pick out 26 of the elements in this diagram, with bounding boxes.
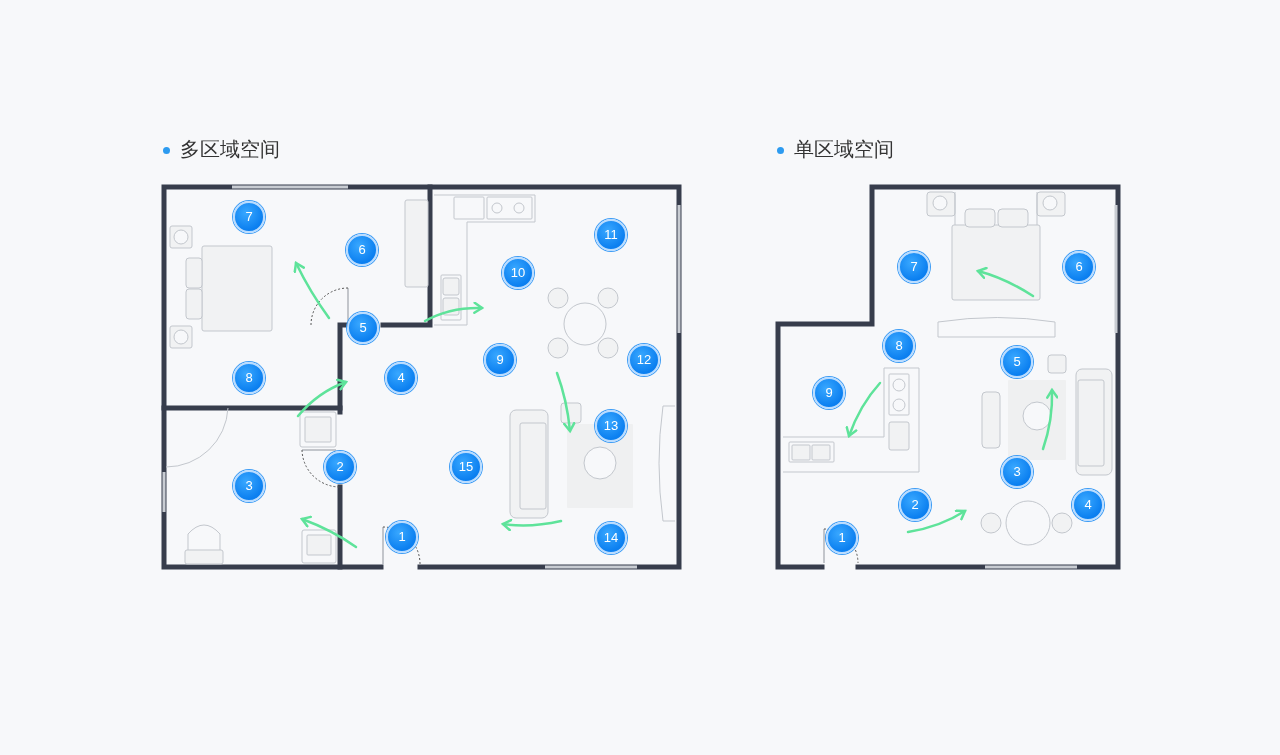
numbered-marker: 7	[898, 251, 930, 283]
numbered-marker: 5	[347, 312, 379, 344]
numbered-marker: 12	[628, 344, 660, 376]
numbered-marker: 7	[233, 201, 265, 233]
numbered-marker: 14	[595, 522, 627, 554]
numbered-marker: 15	[450, 451, 482, 483]
section-title: 单区域空间	[794, 136, 894, 163]
numbered-marker: 1	[826, 522, 858, 554]
numbered-marker: 8	[883, 330, 915, 362]
numbered-marker: 1	[386, 521, 418, 553]
numbered-marker: 2	[324, 451, 356, 483]
numbered-marker: 3	[1001, 456, 1033, 488]
section-title: 多区域空间	[180, 136, 280, 163]
numbered-marker: 6	[1063, 251, 1095, 283]
numbered-marker: 4	[385, 362, 417, 394]
numbered-marker: 8	[233, 362, 265, 394]
numbered-marker: 9	[813, 377, 845, 409]
numbered-marker: 6	[346, 234, 378, 266]
numbered-marker: 11	[595, 219, 627, 251]
numbered-marker: 3	[233, 470, 265, 502]
numbered-marker: 4	[1072, 489, 1104, 521]
numbered-marker: 13	[595, 410, 627, 442]
numbered-marker: 2	[899, 489, 931, 521]
numbered-marker: 5	[1001, 346, 1033, 378]
numbered-marker: 9	[484, 344, 516, 376]
numbered-marker: 10	[502, 257, 534, 289]
